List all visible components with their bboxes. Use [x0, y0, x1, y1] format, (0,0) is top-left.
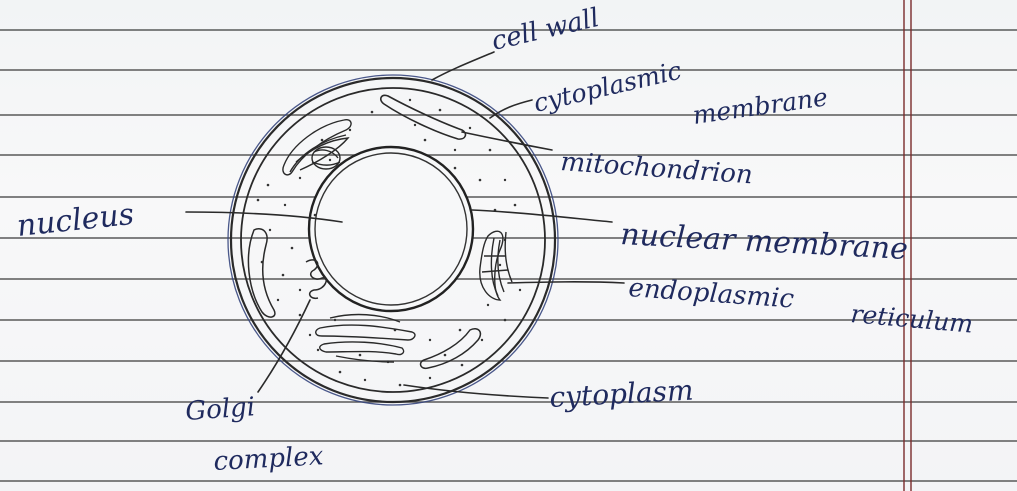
pointer-cell-wall [432, 52, 494, 80]
label-cell-wall: cell wall [489, 3, 602, 57]
label-reticulum: reticulum [849, 299, 974, 339]
pointer-cytoplasm [404, 385, 548, 398]
organelle-bottom-stack [316, 315, 415, 362]
mitochondrion-shape [381, 95, 466, 139]
pointer-mitochondrion [462, 132, 552, 150]
organelle-bottom-right [421, 329, 481, 369]
endoplasmic-reticulum-shape [480, 231, 512, 300]
label-membrane: membrane [691, 82, 830, 130]
label-cytoplasmic: cytoplasmic [531, 56, 684, 118]
pointer-endoplasmic-reticulum [508, 282, 624, 283]
label-nucleus: nucleus [15, 197, 136, 244]
label-golgi: Golgi [184, 392, 256, 427]
label-nuclear-membrane: nuclear membrane [620, 217, 909, 267]
label-mitochondrion: mitochondrion [560, 147, 754, 190]
label-cytoplasm: cytoplasm [549, 373, 695, 413]
label-complex: complex [213, 441, 325, 477]
nucleus-outline [309, 147, 473, 311]
organelle-left [248, 229, 274, 317]
